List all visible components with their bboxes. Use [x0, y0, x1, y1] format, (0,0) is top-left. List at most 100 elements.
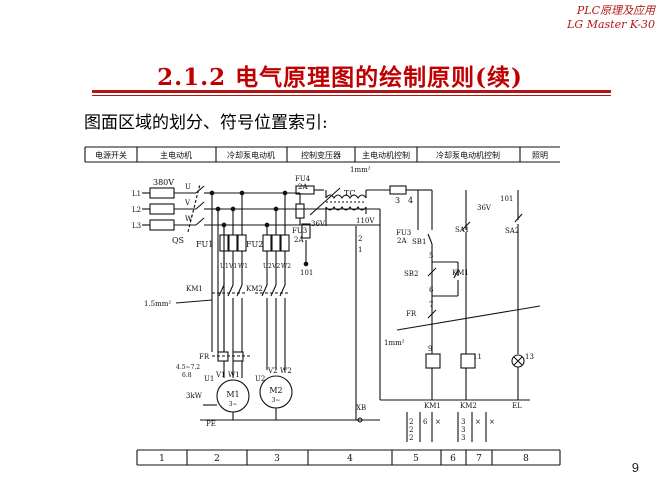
xref-9: × — [475, 418, 481, 426]
label-l3: L3 — [132, 222, 141, 230]
label-w1-a: W1 — [238, 263, 248, 270]
zone-number-6: 6 — [450, 454, 456, 464]
label-110v: 110V — [356, 217, 375, 225]
label-1mm2-ctrl: 1mm² — [384, 339, 405, 347]
label-node-7: 7 — [429, 301, 433, 309]
zone-header-3: 冷却泵电动机 — [227, 150, 275, 160]
label-el: EL — [512, 402, 522, 410]
label-node-13: 13 — [525, 353, 534, 361]
supply-fuse-l2 — [149, 203, 175, 215]
label-fu3-rating: 2A — [397, 237, 407, 245]
label-l2: L2 — [132, 206, 141, 214]
xref-5: × — [435, 418, 441, 426]
xref-8: 3 — [461, 434, 465, 442]
label-v1: V1 — [215, 371, 226, 379]
label-m2: M2 — [269, 386, 282, 395]
zone-number-3: 3 — [274, 454, 280, 464]
label-l1: L1 — [132, 190, 141, 198]
xref-1: 2 — [409, 418, 413, 426]
label-sb1: SB1 — [412, 238, 426, 246]
label-w1: W1 — [228, 371, 240, 379]
label-km1-coil: KM1 — [424, 402, 441, 410]
zone-header-2: 主电动机 — [160, 150, 192, 160]
label-w2-a: W2 — [281, 263, 291, 270]
label-pe: PE — [206, 420, 216, 428]
page-number: 9 — [631, 460, 639, 475]
zone-header-6: 冷却泵电动机控制 — [436, 150, 500, 160]
supply-fuse-l3 — [149, 219, 175, 231]
supply-fuse-l1 — [149, 187, 175, 199]
zone-number-8: 8 — [523, 454, 529, 464]
label-v2-a: V2 — [271, 263, 280, 270]
label-m1-phase: 3~ — [229, 401, 238, 408]
label-fu4-rating: 2A — [298, 183, 308, 191]
label-node-1: 1 — [358, 246, 362, 254]
title-divider-thin — [92, 95, 611, 96]
zone-number-4: 4 — [347, 454, 353, 464]
label-fu3-small: FU3 — [292, 227, 307, 235]
label-sa2: SA2 — [505, 227, 519, 235]
label-qs: QS — [172, 236, 184, 245]
label-1-5mm2: 1.5mm² — [144, 300, 171, 308]
label-101-left: 101 — [300, 269, 313, 277]
label-u1-a: U1 — [220, 263, 229, 270]
label-v1-a: V1 — [228, 263, 237, 270]
slide-subtitle: 图面区域的划分、符号位置索引: — [84, 113, 328, 133]
label-xb: XB — [356, 404, 366, 412]
course-title: PLC原理及应用 — [576, 4, 655, 17]
label-fr-range: 4.5~7.2 — [176, 364, 200, 371]
zone-header-1: 电源开关 — [95, 150, 127, 160]
zone-header-7: 照明 — [532, 151, 548, 160]
label-w: W — [185, 215, 193, 223]
xref-10: × — [489, 418, 495, 426]
label-node-9: 9 — [428, 345, 432, 353]
zone-header-4: 控制变压器 — [301, 150, 341, 160]
xref-4: 6 — [423, 418, 428, 426]
title-divider-thick — [92, 90, 611, 93]
label-fr-control: FR — [406, 310, 417, 318]
label-m2-phase: 3~ — [272, 397, 281, 404]
label-u: U — [185, 183, 191, 191]
label-sb2: SB2 — [404, 270, 418, 278]
label-w2: W2 — [280, 367, 292, 375]
km2-coil — [460, 353, 476, 369]
label-km2-main: KM2 — [246, 285, 263, 293]
label-node-11: 11 — [473, 353, 482, 361]
zone-number-7: 7 — [476, 454, 482, 464]
label-fr-main: FR — [199, 353, 210, 361]
label-km2-coil: KM2 — [460, 402, 477, 410]
label-node-2: 2 — [358, 235, 362, 243]
label-km1-aux: KM1 — [452, 269, 469, 277]
zone-number-2: 2 — [214, 454, 220, 464]
label-u2: U2 — [255, 375, 265, 383]
zone-number-1: 1 — [159, 454, 165, 464]
slide-title: 2.1.2 电气原理图的绘制原则(续) — [157, 64, 523, 91]
label-node-4: 4 — [408, 196, 413, 205]
label-sa1: SA1 — [455, 226, 469, 234]
label-fu4: FU4 — [295, 175, 311, 183]
label-36v-right: 36V — [477, 204, 492, 212]
xref-2: 2 — [409, 426, 413, 434]
label-3kw: 3kW — [186, 392, 203, 400]
label-u1: U1 — [204, 375, 214, 383]
label-fu3-small-rating: 2A — [294, 236, 304, 244]
label-node-3: 3 — [395, 196, 400, 205]
label-380v: 380V — [153, 178, 174, 187]
label-fu1: FU1 — [196, 240, 213, 249]
label-v2: V2 — [267, 367, 278, 375]
label-101-right: 101 — [500, 195, 513, 203]
label-fr-setting: 6.8 — [182, 372, 192, 379]
zone-header-5: 主电动机控制 — [362, 150, 410, 160]
course-header: PLC原理及应用 LG Master K-30 — [567, 4, 655, 32]
label-fu3: FU3 — [396, 229, 411, 237]
label-1mm2-top: 1mm² — [350, 166, 371, 174]
label-m1: M1 — [226, 390, 239, 399]
label-fu2: FU2 — [246, 240, 263, 249]
xref-3: 2 — [409, 434, 413, 442]
label-v: V — [184, 199, 191, 207]
label-36v-left: 36V — [311, 220, 326, 228]
km1-coil — [425, 353, 441, 369]
label-km1-main: KM1 — [186, 285, 203, 293]
